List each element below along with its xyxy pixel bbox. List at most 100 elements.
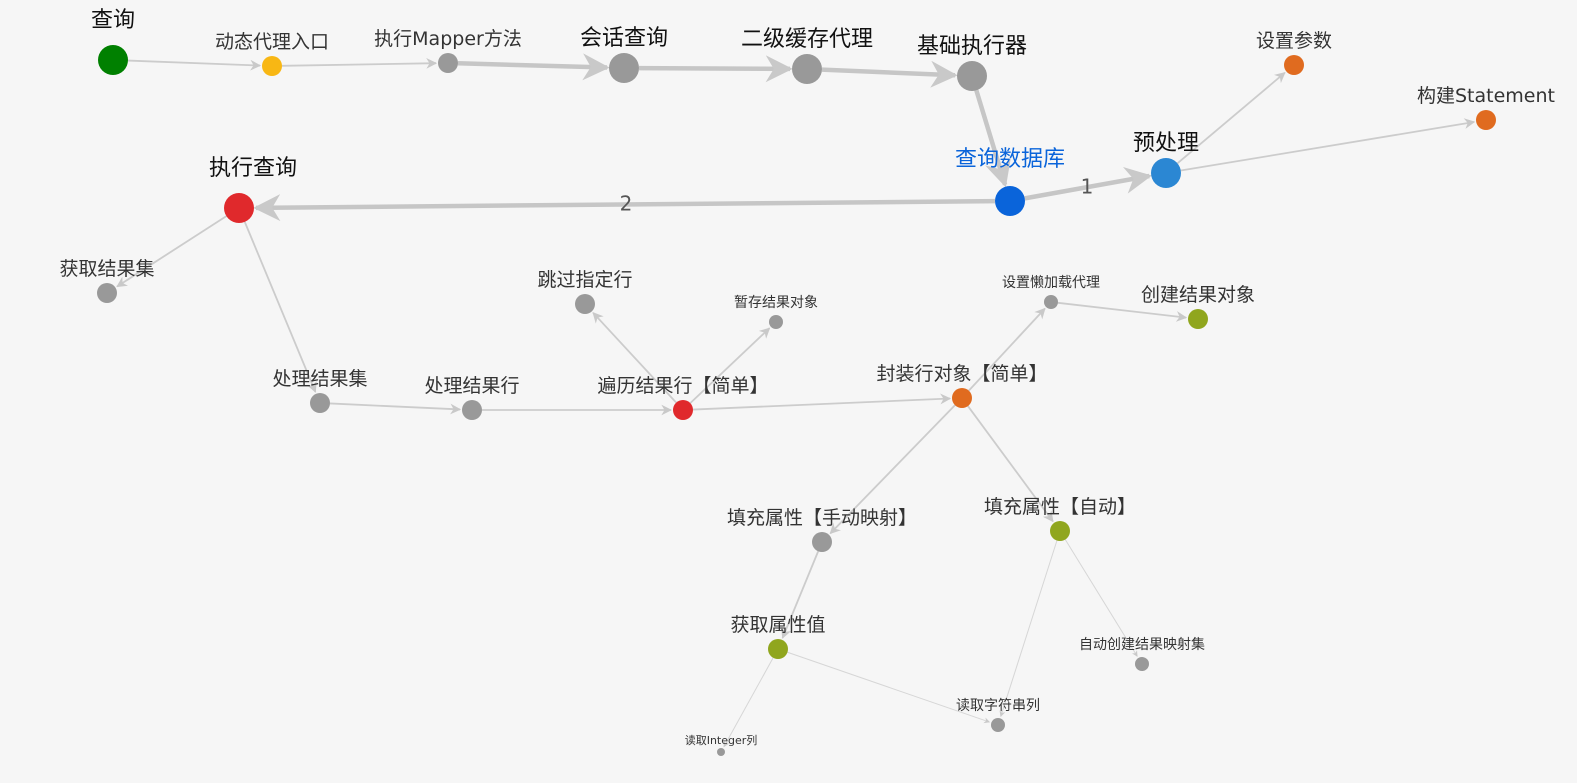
circle-node-icon[interactable] xyxy=(995,186,1025,216)
node-set_params[interactable]: 设置参数 xyxy=(1256,30,1332,75)
node-label-query: 查询 xyxy=(91,8,135,33)
node-base_executor[interactable]: 基础执行器 xyxy=(917,34,1027,91)
edge-handle_resultset-to-handle_row[interactable] xyxy=(329,402,462,415)
circle-node-icon[interactable] xyxy=(768,639,788,659)
circle-node-icon[interactable] xyxy=(1284,55,1304,75)
edge-lazy_proxy-to-create_obj[interactable] xyxy=(1057,301,1188,322)
node-handle_row[interactable]: 处理结果行 xyxy=(424,375,520,420)
edge-preprocess-to-set_params[interactable] xyxy=(1176,72,1286,165)
circle-node-icon[interactable] xyxy=(1476,110,1496,130)
node-get_prop[interactable]: 获取属性值 xyxy=(730,614,826,659)
circle-node-icon[interactable] xyxy=(957,61,987,91)
circle-node-icon[interactable] xyxy=(224,193,254,223)
edge-l2_cache-to-base_executor[interactable] xyxy=(821,60,958,88)
edge-get_prop-to-read_str[interactable] xyxy=(787,651,991,724)
circle-node-icon[interactable] xyxy=(812,532,832,552)
circle-node-icon[interactable] xyxy=(262,56,282,76)
circle-node-icon[interactable] xyxy=(1188,309,1208,329)
node-preprocess[interactable]: 预处理 xyxy=(1133,131,1199,188)
edge-dynamic_proxy-to-exec_mapper[interactable] xyxy=(281,57,438,69)
node-label-get_resultset: 获取结果集 xyxy=(59,258,154,280)
circle-node-icon[interactable] xyxy=(462,400,482,420)
circle-node-icon[interactable] xyxy=(1050,521,1070,541)
node-lazy_proxy[interactable]: 设置懒加载代理 xyxy=(1002,275,1100,309)
node-label-auto_map: 自动创建结果映射集 xyxy=(1079,636,1205,653)
circle-node-icon[interactable] xyxy=(991,718,1005,732)
circle-node-icon[interactable] xyxy=(952,388,972,408)
edge-fill_auto-to-auto_map[interactable] xyxy=(1064,539,1138,657)
node-wrap_row[interactable]: 封装行对象【简单】 xyxy=(876,363,1048,408)
node-read_str[interactable]: 读取字符串列 xyxy=(956,697,1040,732)
node-label-skip_rows: 跳过指定行 xyxy=(537,269,632,291)
edge-wrap_row-to-fill_manual[interactable] xyxy=(829,404,956,535)
node-label-handle_row: 处理结果行 xyxy=(424,375,519,397)
edge-session_query-to-l2_cache[interactable] xyxy=(638,55,793,83)
node-dynamic_proxy[interactable]: 动态代理入口 xyxy=(215,31,329,76)
node-label-handle_resultset: 处理结果集 xyxy=(272,368,367,390)
edge-iterate_rows-to-temp_store[interactable] xyxy=(689,327,771,404)
node-session_query[interactable]: 会话查询 xyxy=(580,26,668,83)
node-skip_rows[interactable]: 跳过指定行 xyxy=(537,269,633,314)
node-fill_manual[interactable]: 填充属性【手动映射】 xyxy=(727,507,917,552)
circle-node-icon[interactable] xyxy=(717,748,725,756)
edge-wrap_row-to-fill_auto[interactable] xyxy=(967,405,1054,523)
edge-fill_auto-to-read_str[interactable] xyxy=(999,540,1058,717)
node-handle_resultset[interactable]: 处理结果集 xyxy=(272,368,368,413)
circle-node-icon[interactable] xyxy=(98,45,128,75)
edge-query_db-to-exec_query[interactable] xyxy=(253,194,996,222)
circle-node-icon[interactable] xyxy=(1151,158,1181,188)
node-label-exec_mapper: 执行Mapper方法 xyxy=(374,28,522,50)
node-get_resultset[interactable]: 获取结果集 xyxy=(59,258,155,303)
edge-exec_mapper-to-session_query[interactable] xyxy=(457,53,610,81)
circle-node-icon[interactable] xyxy=(1135,657,1149,671)
node-label-create_obj: 创建结果对象 xyxy=(1141,284,1255,306)
edge-iterate_rows-to-wrap_row[interactable] xyxy=(692,393,952,411)
edge-label-query_db-to-exec_query: 2 xyxy=(620,192,633,216)
node-temp_store[interactable]: 暂存结果对象 xyxy=(734,295,818,329)
circle-node-icon[interactable] xyxy=(792,54,822,84)
edge-labels-layer: 12 xyxy=(620,175,1094,216)
node-auto_map[interactable]: 自动创建结果映射集 xyxy=(1079,636,1205,671)
node-query_db[interactable]: 查询数据库 xyxy=(955,147,1065,216)
node-label-get_prop: 获取属性值 xyxy=(730,614,825,636)
node-create_obj[interactable]: 创建结果对象 xyxy=(1141,284,1255,329)
node-label-dynamic_proxy: 动态代理入口 xyxy=(215,31,329,53)
edge-query_db-to-preprocess[interactable] xyxy=(1024,167,1152,201)
node-query[interactable]: 查询 xyxy=(91,8,135,75)
edge-exec_query-to-get_resultset[interactable] xyxy=(116,215,227,288)
edge-base_executor-to-query_db[interactable] xyxy=(974,89,1011,188)
edge-query-to-dynamic_proxy[interactable] xyxy=(127,59,262,71)
edge-exec_query-to-handle_resultset[interactable] xyxy=(243,221,317,393)
node-label-fill_auto: 填充属性【自动】 xyxy=(984,496,1136,518)
edge-fill_manual-to-get_prop[interactable] xyxy=(781,550,820,639)
circle-node-icon[interactable] xyxy=(609,53,639,83)
circle-node-icon[interactable] xyxy=(438,53,458,73)
circle-node-icon[interactable] xyxy=(1044,295,1058,309)
edges-layer xyxy=(116,53,1476,748)
edge-wrap_row-to-lazy_proxy[interactable] xyxy=(968,307,1046,392)
node-exec_mapper[interactable]: 执行Mapper方法 xyxy=(374,28,522,73)
nodes-layer: 查询动态代理入口 执行Mapper方法 会话查询 二级缓存代理基础执行器 设置参数构建S… xyxy=(59,8,1555,756)
node-l2_cache[interactable]: 二级缓存代理 xyxy=(741,27,873,84)
edge-preprocess-to-build_stmt[interactable] xyxy=(1180,118,1476,172)
node-label-read_int: 读取Integer列 xyxy=(685,733,758,747)
node-build_stmt[interactable]: 构建Statement xyxy=(1417,85,1555,130)
node-label-read_str: 读取字符串列 xyxy=(956,697,1040,714)
edge-label-query_db-to-preprocess: 1 xyxy=(1081,175,1094,199)
node-iterate_rows[interactable]: 遍历结果行【简单】 xyxy=(597,375,769,420)
node-label-set_params: 设置参数 xyxy=(1256,30,1332,52)
circle-node-icon[interactable] xyxy=(769,315,783,329)
edge-iterate_rows-to-skip_rows[interactable] xyxy=(592,312,677,404)
edge-get_prop-to-read_int[interactable] xyxy=(723,657,774,748)
circle-node-icon[interactable] xyxy=(97,283,117,303)
node-label-wrap_row: 封装行对象【简单】 xyxy=(876,363,1047,385)
node-label-temp_store: 暂存结果对象 xyxy=(734,295,818,311)
node-fill_auto[interactable]: 填充属性【自动】 xyxy=(984,496,1136,541)
circle-node-icon[interactable] xyxy=(310,393,330,413)
circle-node-icon[interactable] xyxy=(673,400,693,420)
node-exec_query[interactable]: 执行查询 xyxy=(209,156,297,223)
circle-node-icon[interactable] xyxy=(575,294,595,314)
node-read_int[interactable]: 读取Integer列 xyxy=(685,733,758,756)
node-label-fill_manual: 填充属性【手动映射】 xyxy=(727,507,917,529)
